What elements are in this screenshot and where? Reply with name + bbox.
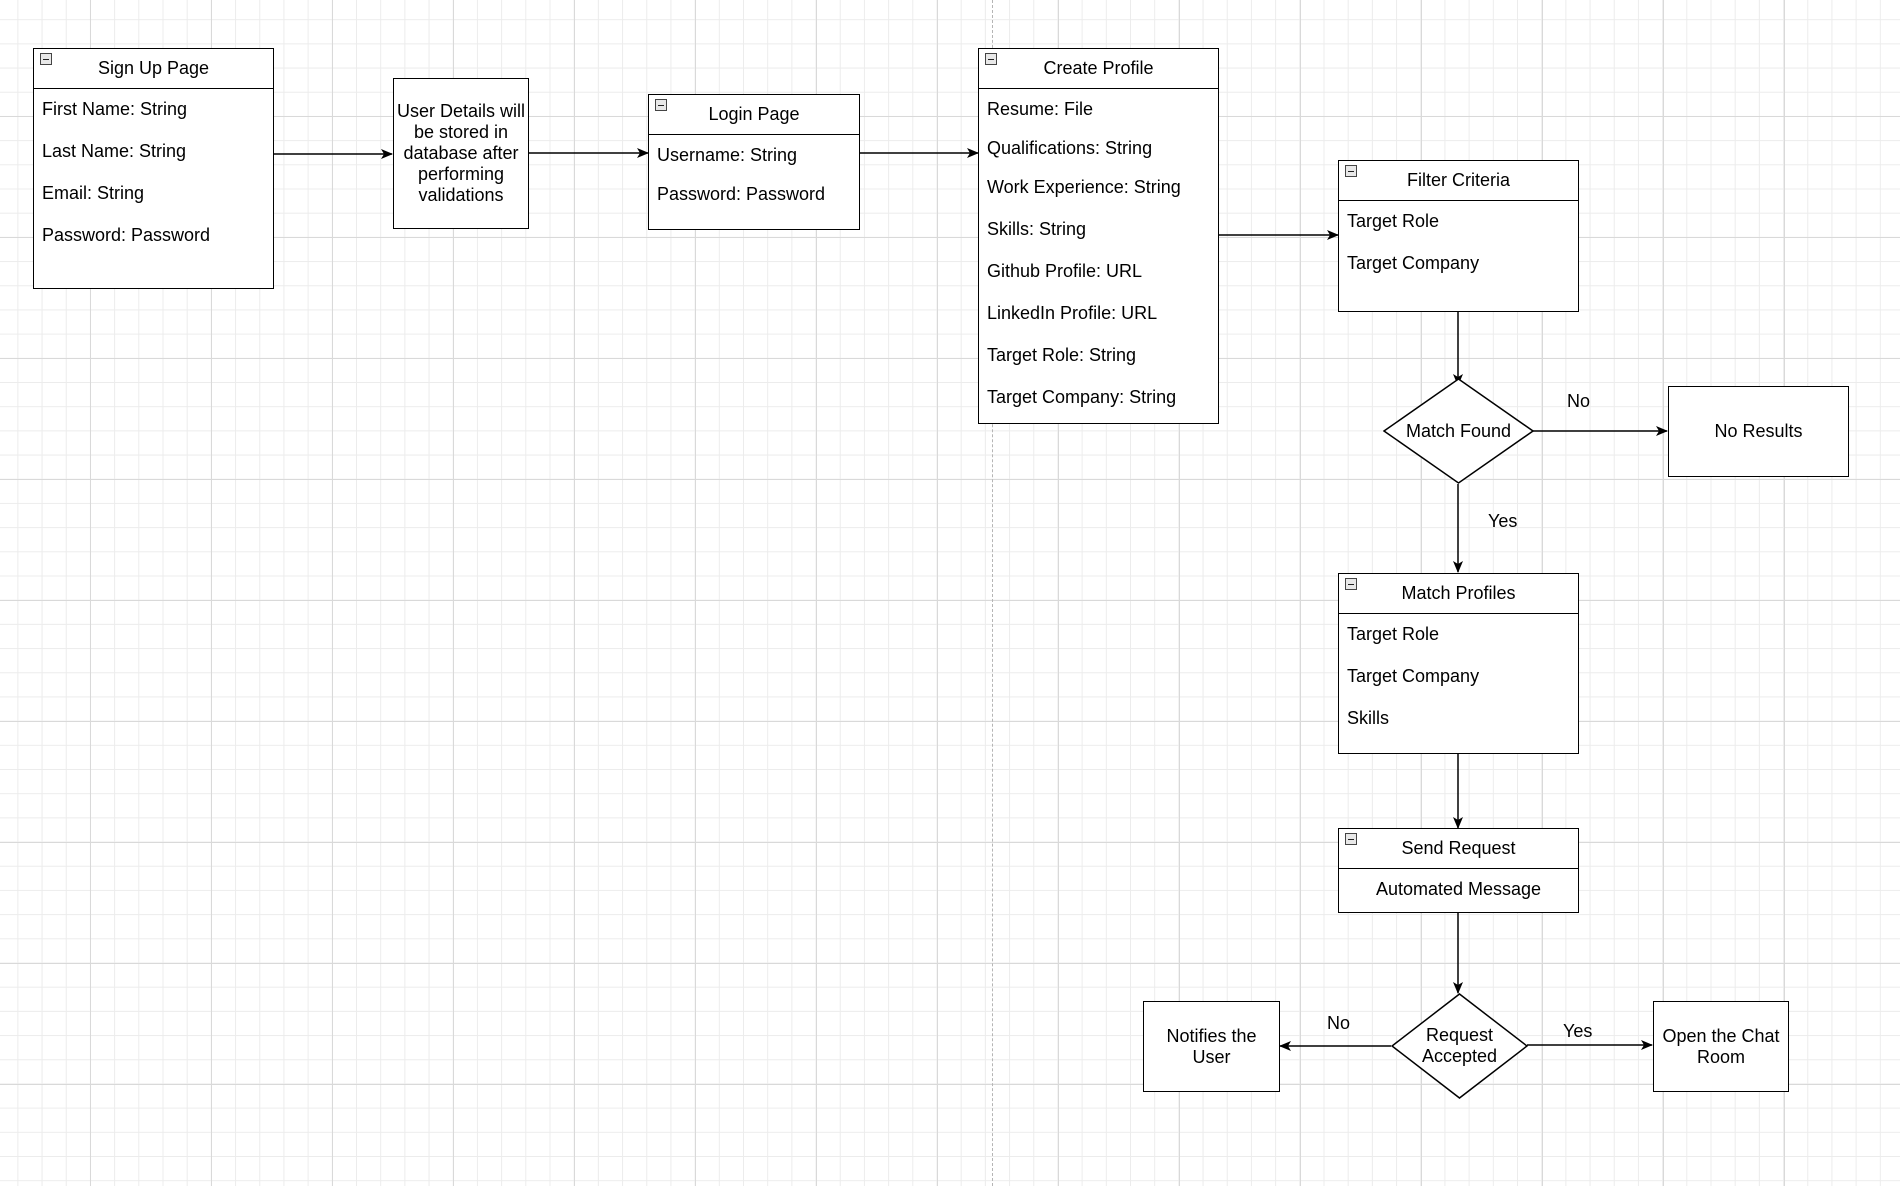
filter-field: Target Role: [1347, 211, 1440, 231]
signup-header[interactable]: Sign Up Page: [34, 49, 273, 89]
create-profile-box[interactable]: Create Profile Resume: File Qualificatio…: [978, 48, 1219, 424]
profile-field: Resume: File: [987, 99, 1094, 119]
match-profiles-field: Skills: [1347, 708, 1390, 728]
signup-field: Password: Password: [42, 225, 211, 245]
match-found-label: Match Found: [1405, 420, 1512, 441]
collapse-icon[interactable]: [985, 53, 997, 65]
request-accepted-line: Accepted: [1421, 1046, 1498, 1066]
store-details-box[interactable]: User Details will be stored in database …: [393, 78, 529, 229]
send-request-title: Send Request: [1401, 838, 1516, 858]
filter-field: Target Company: [1347, 253, 1480, 273]
open-chat-room-box[interactable]: Open the Chat Room: [1653, 1001, 1789, 1092]
diamond-shape: [1391, 993, 1528, 1099]
signup-title: Sign Up Page: [97, 58, 210, 78]
no-results-box[interactable]: No Results: [1668, 386, 1849, 477]
collapse-icon[interactable]: [1345, 165, 1357, 177]
notify-user-box[interactable]: Notifies the User: [1143, 1001, 1280, 1092]
match-profiles-box[interactable]: Match Profiles Target Role Target Compan…: [1338, 573, 1579, 754]
profile-field: Skills: String: [987, 219, 1087, 239]
notify-line: User: [1192, 1046, 1231, 1067]
store-line: database after: [403, 143, 519, 163]
edge-label-match-yes: Yes: [1488, 511, 1518, 531]
request-accepted-line: Request: [1425, 1025, 1494, 1045]
collapse-icon[interactable]: [40, 53, 52, 65]
login-title: Login Page: [708, 104, 800, 124]
signup-box[interactable]: Sign Up Page First Name: String Last Nam…: [33, 48, 274, 289]
create-profile-title: Create Profile: [1043, 58, 1154, 78]
collapse-icon[interactable]: [655, 99, 667, 111]
store-line: be stored in: [413, 122, 509, 142]
send-request-field: Automated Message: [1375, 879, 1542, 899]
profile-field: Target Company: String: [987, 387, 1177, 407]
edge-label-request-yes: Yes: [1563, 1021, 1593, 1041]
match-profiles-field: Target Role: [1347, 624, 1440, 644]
page-divider-guide: [992, 0, 993, 1186]
store-line: performing: [417, 164, 505, 184]
collapse-icon[interactable]: [1345, 578, 1357, 590]
filter-criteria-header[interactable]: Filter Criteria: [1339, 161, 1578, 201]
match-found-decision[interactable]: Match Found: [1383, 378, 1534, 484]
profile-field: Qualifications: String: [987, 138, 1153, 158]
match-profiles-header[interactable]: Match Profiles: [1339, 574, 1578, 614]
filter-criteria-box[interactable]: Filter Criteria Target Role Target Compa…: [1338, 160, 1579, 312]
profile-field: LinkedIn Profile: URL: [987, 303, 1158, 323]
signup-field: Last Name: String: [42, 141, 187, 161]
login-header[interactable]: Login Page: [649, 95, 859, 135]
diamond-shape: [1383, 378, 1534, 484]
send-request-box[interactable]: Send Request Automated Message: [1338, 828, 1579, 913]
match-profiles-title: Match Profiles: [1401, 583, 1516, 603]
login-field: Username: String: [657, 145, 798, 165]
login-field: Password: Password: [657, 184, 826, 204]
filter-criteria-title: Filter Criteria: [1406, 170, 1510, 190]
no-results-label: No Results: [1714, 421, 1803, 441]
signup-field: Email: String: [42, 183, 145, 203]
profile-field: Target Role: String: [987, 345, 1137, 365]
profile-field: Github Profile: URL: [987, 261, 1143, 281]
match-profiles-field: Target Company: [1347, 666, 1480, 686]
chat-line: Room: [1696, 1046, 1745, 1067]
profile-field: Work Experience: String: [987, 177, 1181, 197]
signup-field: First Name: String: [42, 99, 188, 119]
notify-line: Notifies the: [1166, 1025, 1257, 1046]
store-line: validations: [418, 185, 504, 205]
chat-line: Open the Chat: [1662, 1025, 1780, 1046]
edge-label-request-no: No: [1327, 1013, 1351, 1033]
send-request-header[interactable]: Send Request: [1339, 829, 1578, 869]
edge-label-match-no: No: [1567, 391, 1591, 411]
create-profile-header[interactable]: Create Profile: [979, 49, 1218, 89]
store-line: User Details will: [396, 101, 526, 121]
collapse-icon[interactable]: [1345, 833, 1357, 845]
request-accepted-decision[interactable]: Request Accepted: [1391, 993, 1528, 1099]
login-box[interactable]: Login Page Username: String Password: Pa…: [648, 94, 860, 230]
